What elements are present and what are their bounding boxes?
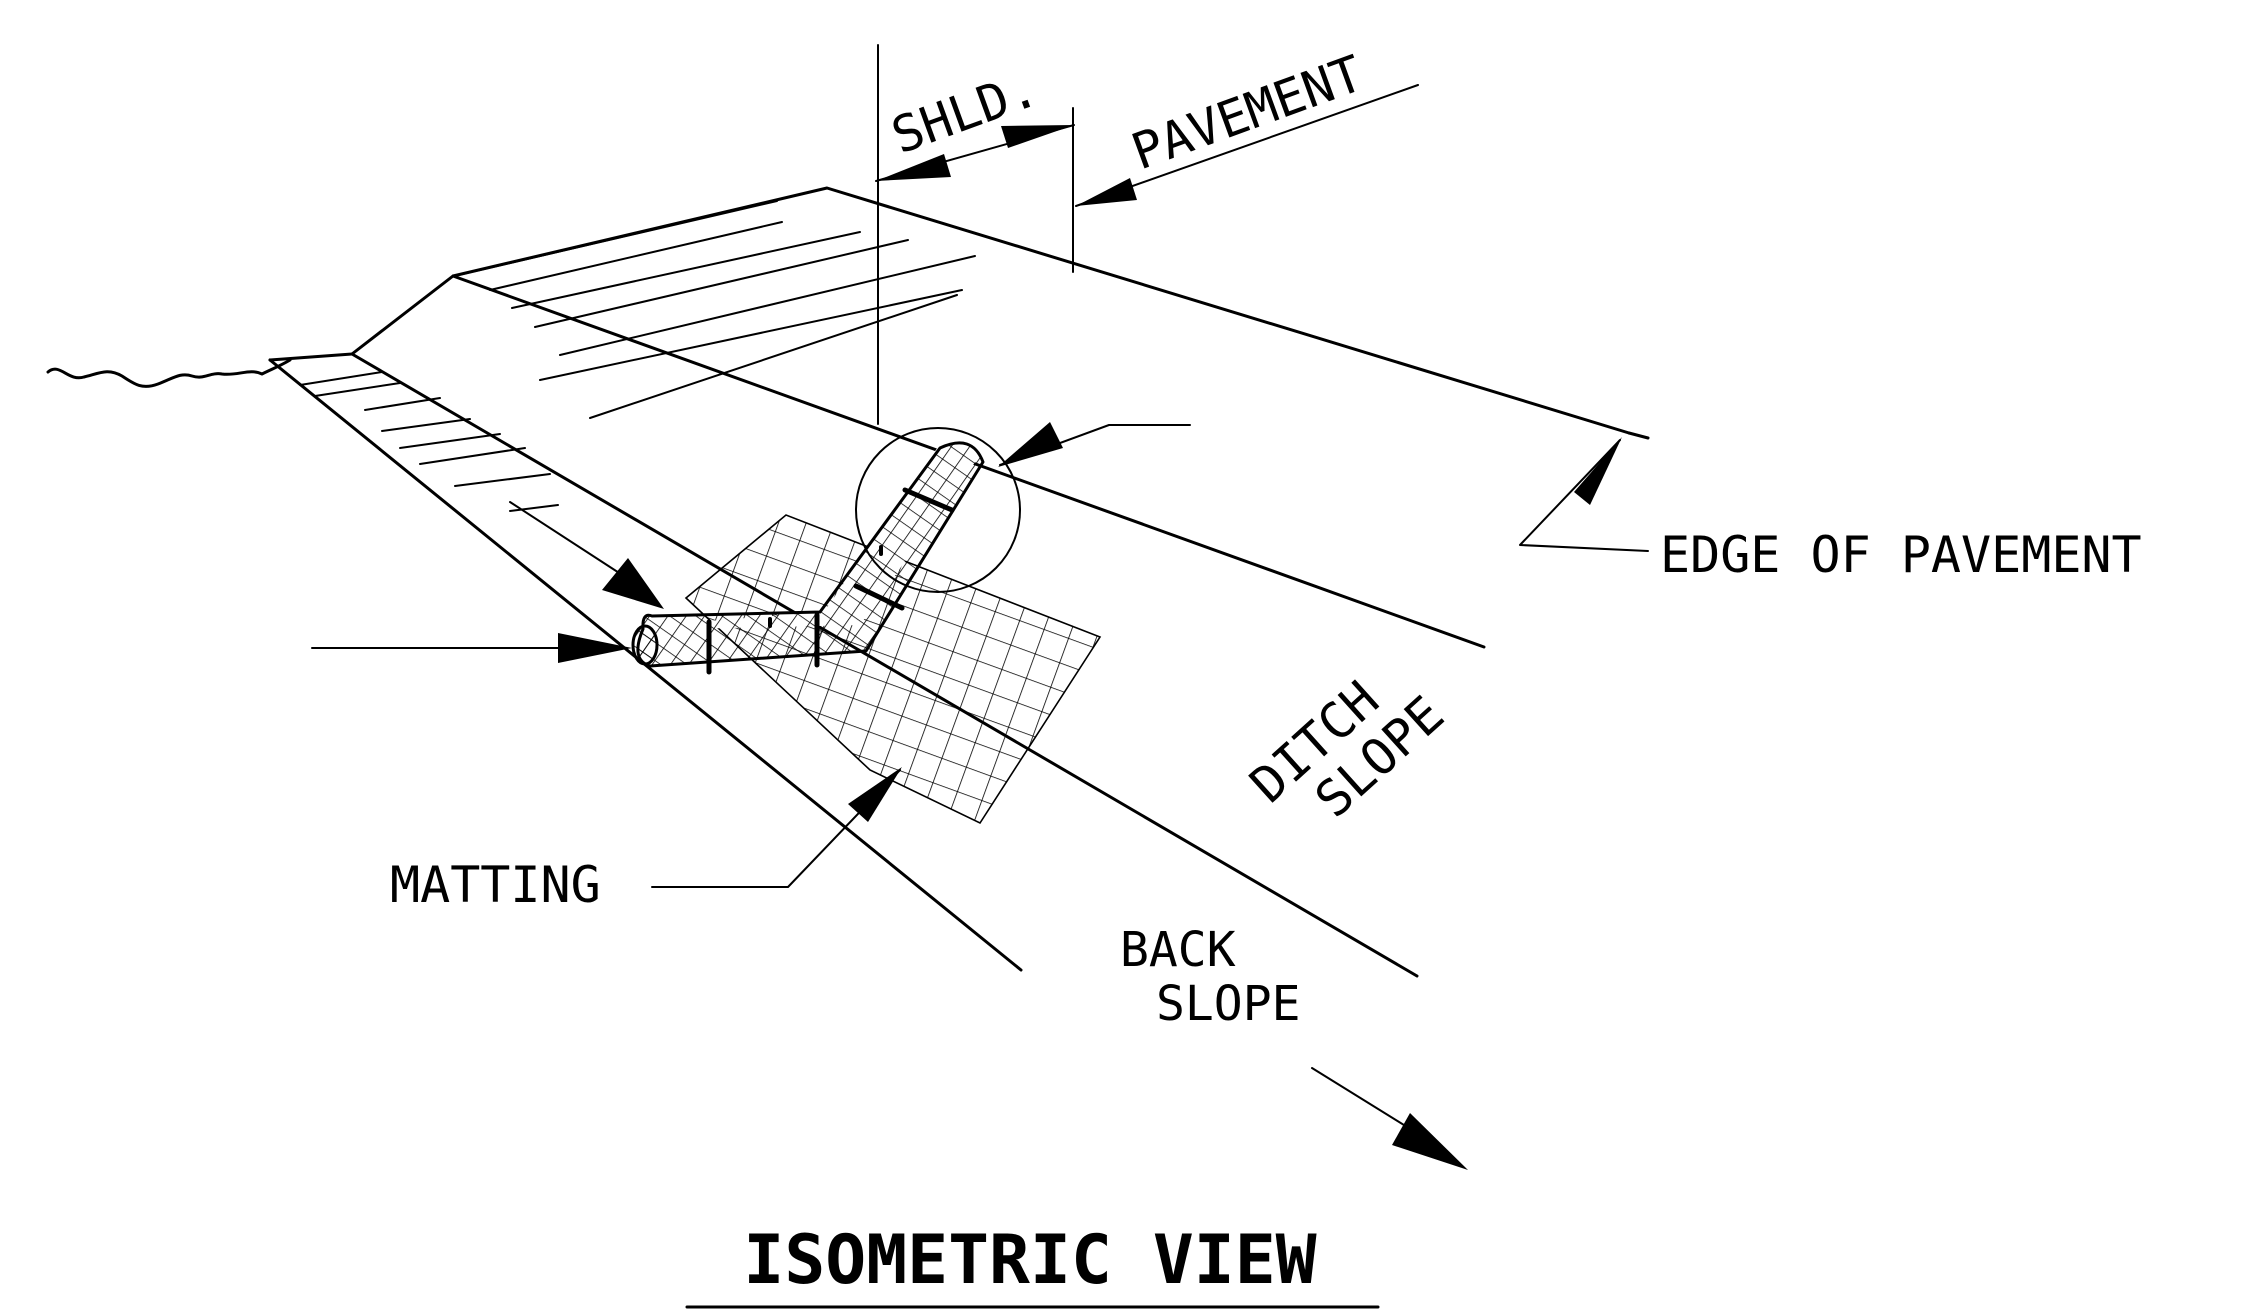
- detail-circle: [855, 427, 1021, 593]
- circle-leader: [998, 422, 1191, 467]
- matting-label: MATTING: [390, 856, 601, 914]
- shoulder-label: SHLD.: [884, 59, 1045, 165]
- edge-of-pavement-label: EDGE OF PAVEMENT: [1660, 526, 2142, 584]
- matting-leader: [651, 767, 902, 888]
- flow-arrow-upper-left: [509, 501, 664, 609]
- edge-of-pavement-leader: [1519, 437, 1649, 552]
- back-slope-label-line2: SLOPE: [1156, 976, 1301, 1032]
- slope-hatching: [299, 200, 976, 512]
- ground-line: [46, 358, 292, 388]
- drawing-title: ISOMETRIC VIEW: [743, 1221, 1316, 1300]
- slope-drain-pipe: [631, 441, 985, 675]
- flow-arrow-pipe-inlet: [311, 633, 632, 663]
- shoulder-pavement-dimension: [875, 44, 1419, 425]
- flow-arrow-downhill: [1311, 1067, 1468, 1170]
- pavement-label: PAVEMENT: [1124, 44, 1370, 181]
- back-slope-label-line1: BACK: [1120, 922, 1236, 978]
- matting: [684, 514, 1102, 825]
